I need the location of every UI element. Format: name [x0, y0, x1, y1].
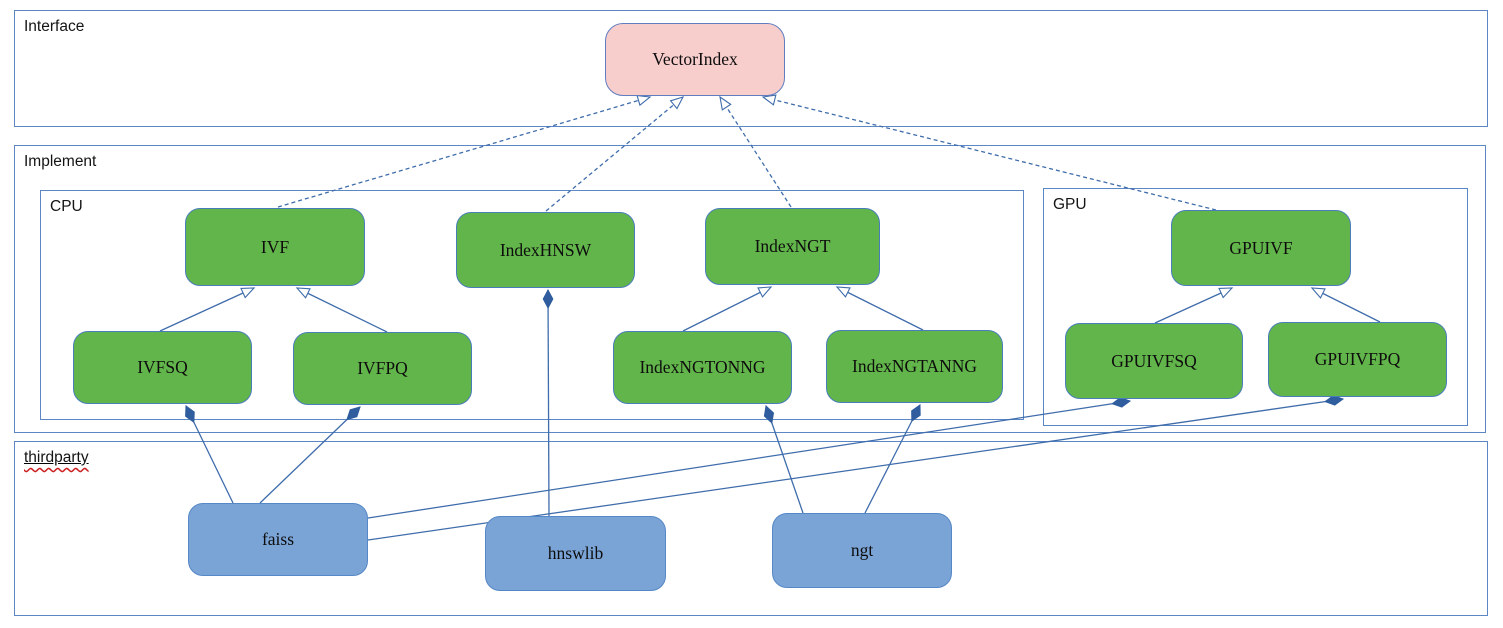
node-gpuivfpq: GPUIVFPQ [1268, 322, 1447, 397]
edge-indexhnsw-vectorindex [545, 96, 685, 212]
node-indexngtanng-label: IndexNGTANNG [852, 356, 977, 376]
edge-ivf-vectorindex [277, 94, 652, 208]
node-vectorindex: VectorIndex [605, 23, 785, 96]
edge-faiss-gpuivfsq [367, 397, 1132, 519]
node-hnswlib-label: hnswlib [547, 543, 604, 563]
cpu-container: CPU [40, 190, 1024, 420]
edge-indexngtonng-indexngt [682, 286, 773, 332]
thirdparty-container: thirdparty [14, 441, 1488, 616]
node-ivf: IVF [185, 208, 365, 286]
edge-ivfsq-ivf [159, 287, 256, 332]
edge-ngt-indexngtonng [763, 404, 804, 514]
node-gpuivf: GPUIVF [1171, 210, 1351, 286]
node-gpuivfpq-label: GPUIVFPQ [1314, 349, 1401, 369]
interface-container: Interface [14, 10, 1488, 127]
edge-hnswlib-indexhnsw [542, 288, 554, 517]
edge-faiss-ivfpq [259, 406, 361, 504]
node-indexhnsw: IndexHNSW [456, 212, 635, 288]
edge-ivfpq-ivf [295, 287, 388, 333]
node-ngt: ngt [772, 513, 952, 588]
node-ivf-label: IVF [260, 236, 290, 257]
node-indexngtonng: IndexNGTONNG [613, 331, 792, 404]
node-indexngtanng: IndexNGTANNG [826, 330, 1003, 403]
node-indexhnsw-label: IndexHNSW [499, 239, 592, 260]
node-faiss: faiss [188, 503, 368, 576]
node-hnswlib: hnswlib [485, 516, 666, 591]
node-gpuivfsq: GPUIVFSQ [1065, 323, 1243, 399]
node-ivfpq: IVFPQ [293, 332, 472, 405]
edge-indexngtanng-indexngt [835, 286, 924, 331]
thirdparty-container-label: thirdparty [24, 449, 89, 467]
cpu-container-label: CPU [50, 198, 83, 215]
implement-container-label: Implement [24, 153, 97, 170]
node-vectorindex-label: VectorIndex [652, 49, 738, 69]
edge-ngt-indexngtanng [864, 404, 921, 514]
implement-container: Implement [14, 145, 1486, 433]
node-gpuivfsq-label: GPUIVFSQ [1111, 350, 1197, 371]
edge-gpuivf-vectorindex [761, 94, 1217, 211]
node-indexngtonng-label: IndexNGTONNG [639, 357, 766, 377]
edge-faiss-ivfsq [185, 405, 234, 504]
node-indexngt: IndexNGT [705, 208, 880, 285]
interface-container-label: Interface [24, 18, 85, 35]
edge-gpuivfpq-gpuivf [1310, 287, 1381, 323]
gpu-container: GPU [1043, 188, 1468, 426]
thirdparty-label-text: thirdparty [24, 449, 89, 466]
edge-indexngt-vectorindex [719, 95, 792, 208]
node-faiss-label: faiss [261, 529, 295, 549]
node-ivfsq-label: IVFSQ [137, 357, 188, 377]
node-ngt-label: ngt [850, 540, 874, 560]
node-indexngt-label: IndexNGT [754, 236, 831, 256]
node-ivfsq: IVFSQ [73, 331, 252, 404]
gpu-container-label: GPU [1053, 196, 1087, 213]
node-gpuivf-label: GPUIVF [1229, 237, 1293, 258]
node-ivfpq-label: IVFPQ [357, 358, 408, 378]
edge-gpuivfsq-gpuivf [1154, 287, 1234, 324]
